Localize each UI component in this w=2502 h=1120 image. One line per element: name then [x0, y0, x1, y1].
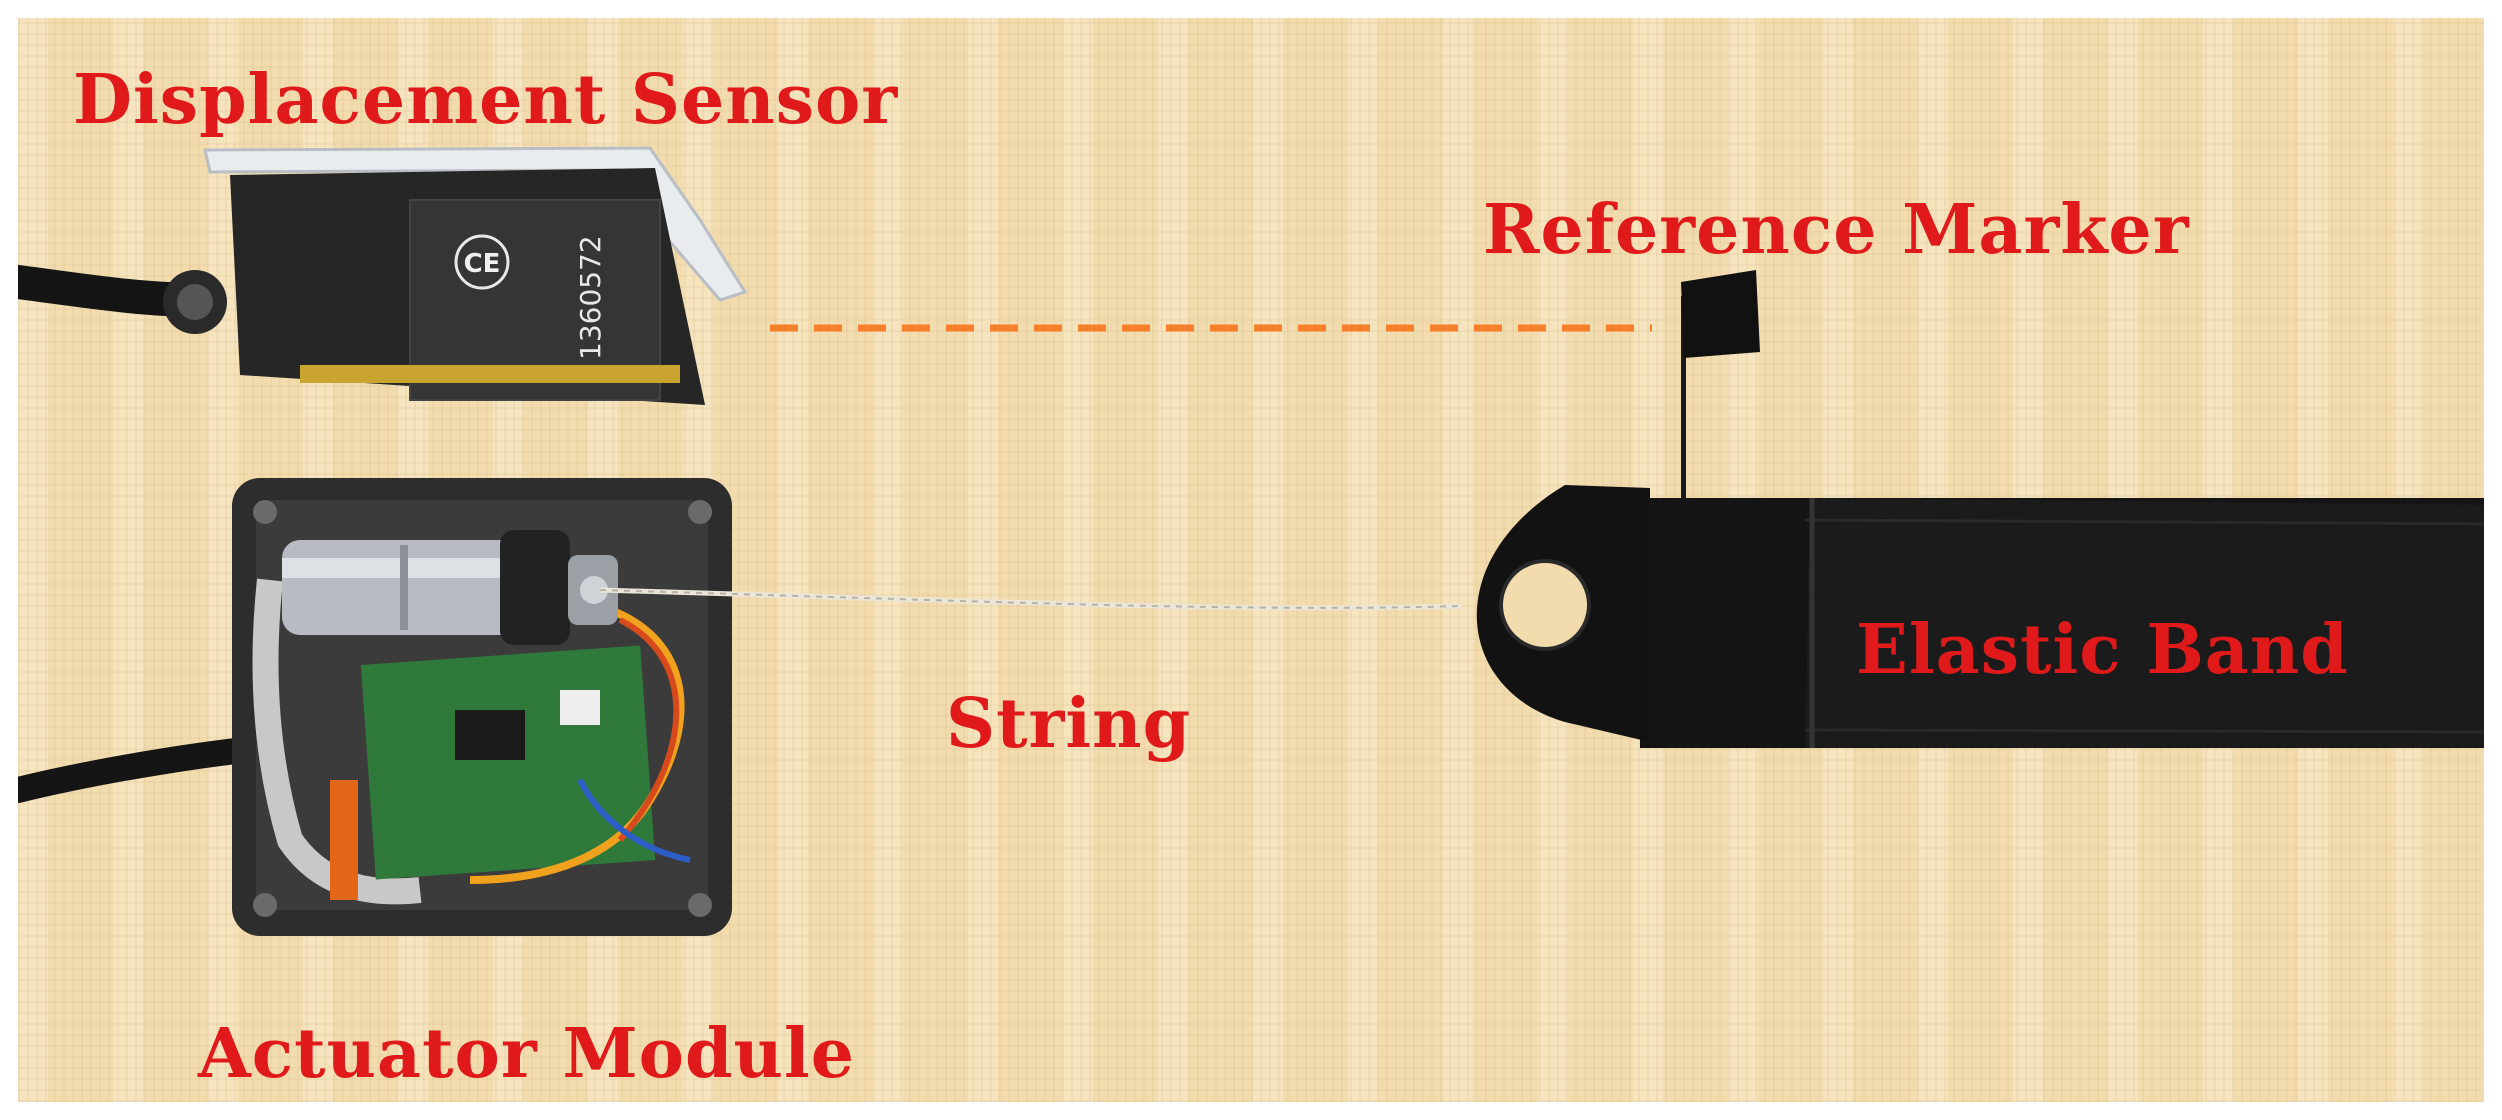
photo-scene: CE 1360572 [18, 146, 2484, 936]
label-reference-marker: Reference Marker [1483, 190, 2190, 270]
serial-number: 1360572 [574, 235, 607, 360]
reference-marker [1681, 270, 1760, 526]
photo-background: CE 1360572 [18, 18, 2484, 1102]
acrylic-mount [203, 146, 748, 302]
label-string: String [946, 684, 1192, 764]
label-elastic-band: Elastic Band [1856, 610, 2349, 690]
ce-mark: CE [464, 249, 501, 279]
displacement-sensor: CE 1360572 [18, 146, 748, 405]
label-displacement-sensor: Displacement Sensor [73, 60, 899, 140]
label-actuator-module: Actuator Module [198, 1014, 856, 1094]
actuator-module [18, 478, 732, 936]
elastic-band [1476, 485, 2484, 748]
